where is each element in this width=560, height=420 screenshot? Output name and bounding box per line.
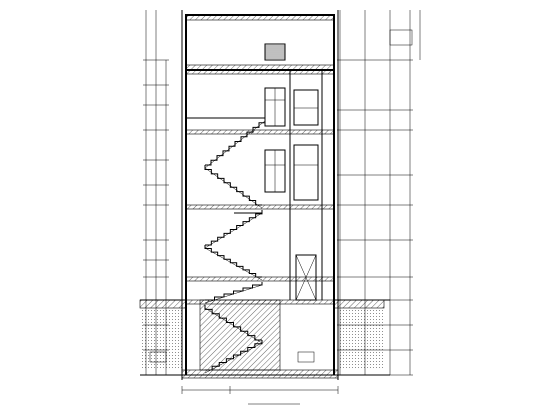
window-upper [264,87,286,127]
stair-flight [205,210,263,246]
stair-stringer [204,120,266,169]
stair-stringer [204,247,263,281]
window-middle [264,149,286,193]
stair-flight [205,118,266,166]
window-right-middle [293,144,319,201]
bottom-dimension [181,386,339,405]
ground-and-basement [139,299,390,379]
stair-flight [204,245,262,278]
label-box-left [149,351,167,363]
stair-flight [204,165,262,206]
label-box-right [297,351,315,363]
roof-vent-icon [264,43,286,61]
door-right-lower [295,254,317,301]
windows [264,87,319,301]
stair-flight [205,282,263,301]
floor-slab [185,129,335,135]
stair-stringer [204,212,263,249]
stair-stringer [204,167,263,209]
floor-slab [185,204,335,210]
window-right-upper [293,89,319,126]
floor-slab [185,69,335,75]
